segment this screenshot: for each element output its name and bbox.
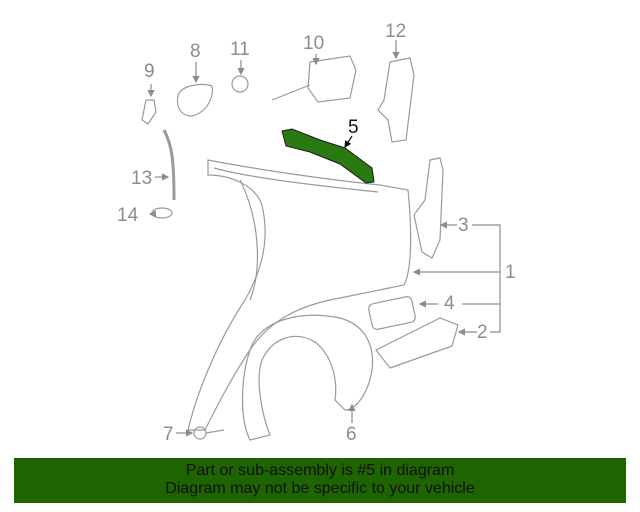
part-3 — [413, 157, 444, 259]
part-2 — [375, 317, 459, 369]
callout-6: 6 — [346, 424, 357, 445]
banner-line-1: Part or sub-assembly is #5 in diagram — [185, 462, 455, 479]
part-9 — [141, 99, 157, 125]
part-notice-banner: Part or sub-assembly is #5 in diagram Di… — [14, 458, 626, 503]
callout-14: 14 — [117, 205, 139, 226]
part-8 — [176, 83, 213, 117]
callout-10: 10 — [303, 33, 325, 54]
callout-1: 1 — [505, 262, 516, 283]
wheelhouse-liner — [241, 314, 374, 441]
part-11 — [231, 75, 249, 93]
callout-5: 5 — [348, 117, 359, 138]
part-12 — [377, 57, 415, 143]
callout-2: 2 — [477, 322, 488, 343]
callout-3: 3 — [458, 215, 469, 236]
parts-diagram — [141, 40, 501, 441]
callout-7: 7 — [163, 424, 174, 445]
part-5-highlighted — [281, 128, 375, 184]
callout-13: 13 — [131, 168, 153, 189]
callout-12: 12 — [385, 21, 407, 42]
callout-9: 9 — [144, 61, 155, 82]
part-13 — [162, 129, 176, 201]
callout-11: 11 — [230, 39, 250, 60]
part-4 — [368, 296, 416, 330]
callout-8: 8 — [190, 41, 201, 62]
callout-4: 4 — [444, 293, 455, 314]
part-14 — [151, 207, 173, 219]
part-7 — [193, 426, 207, 440]
banner-line-2: Diagram may not be specific to your vehi… — [165, 480, 475, 497]
part-10 — [307, 55, 357, 103]
quarter-panel-outline — [187, 159, 412, 431]
